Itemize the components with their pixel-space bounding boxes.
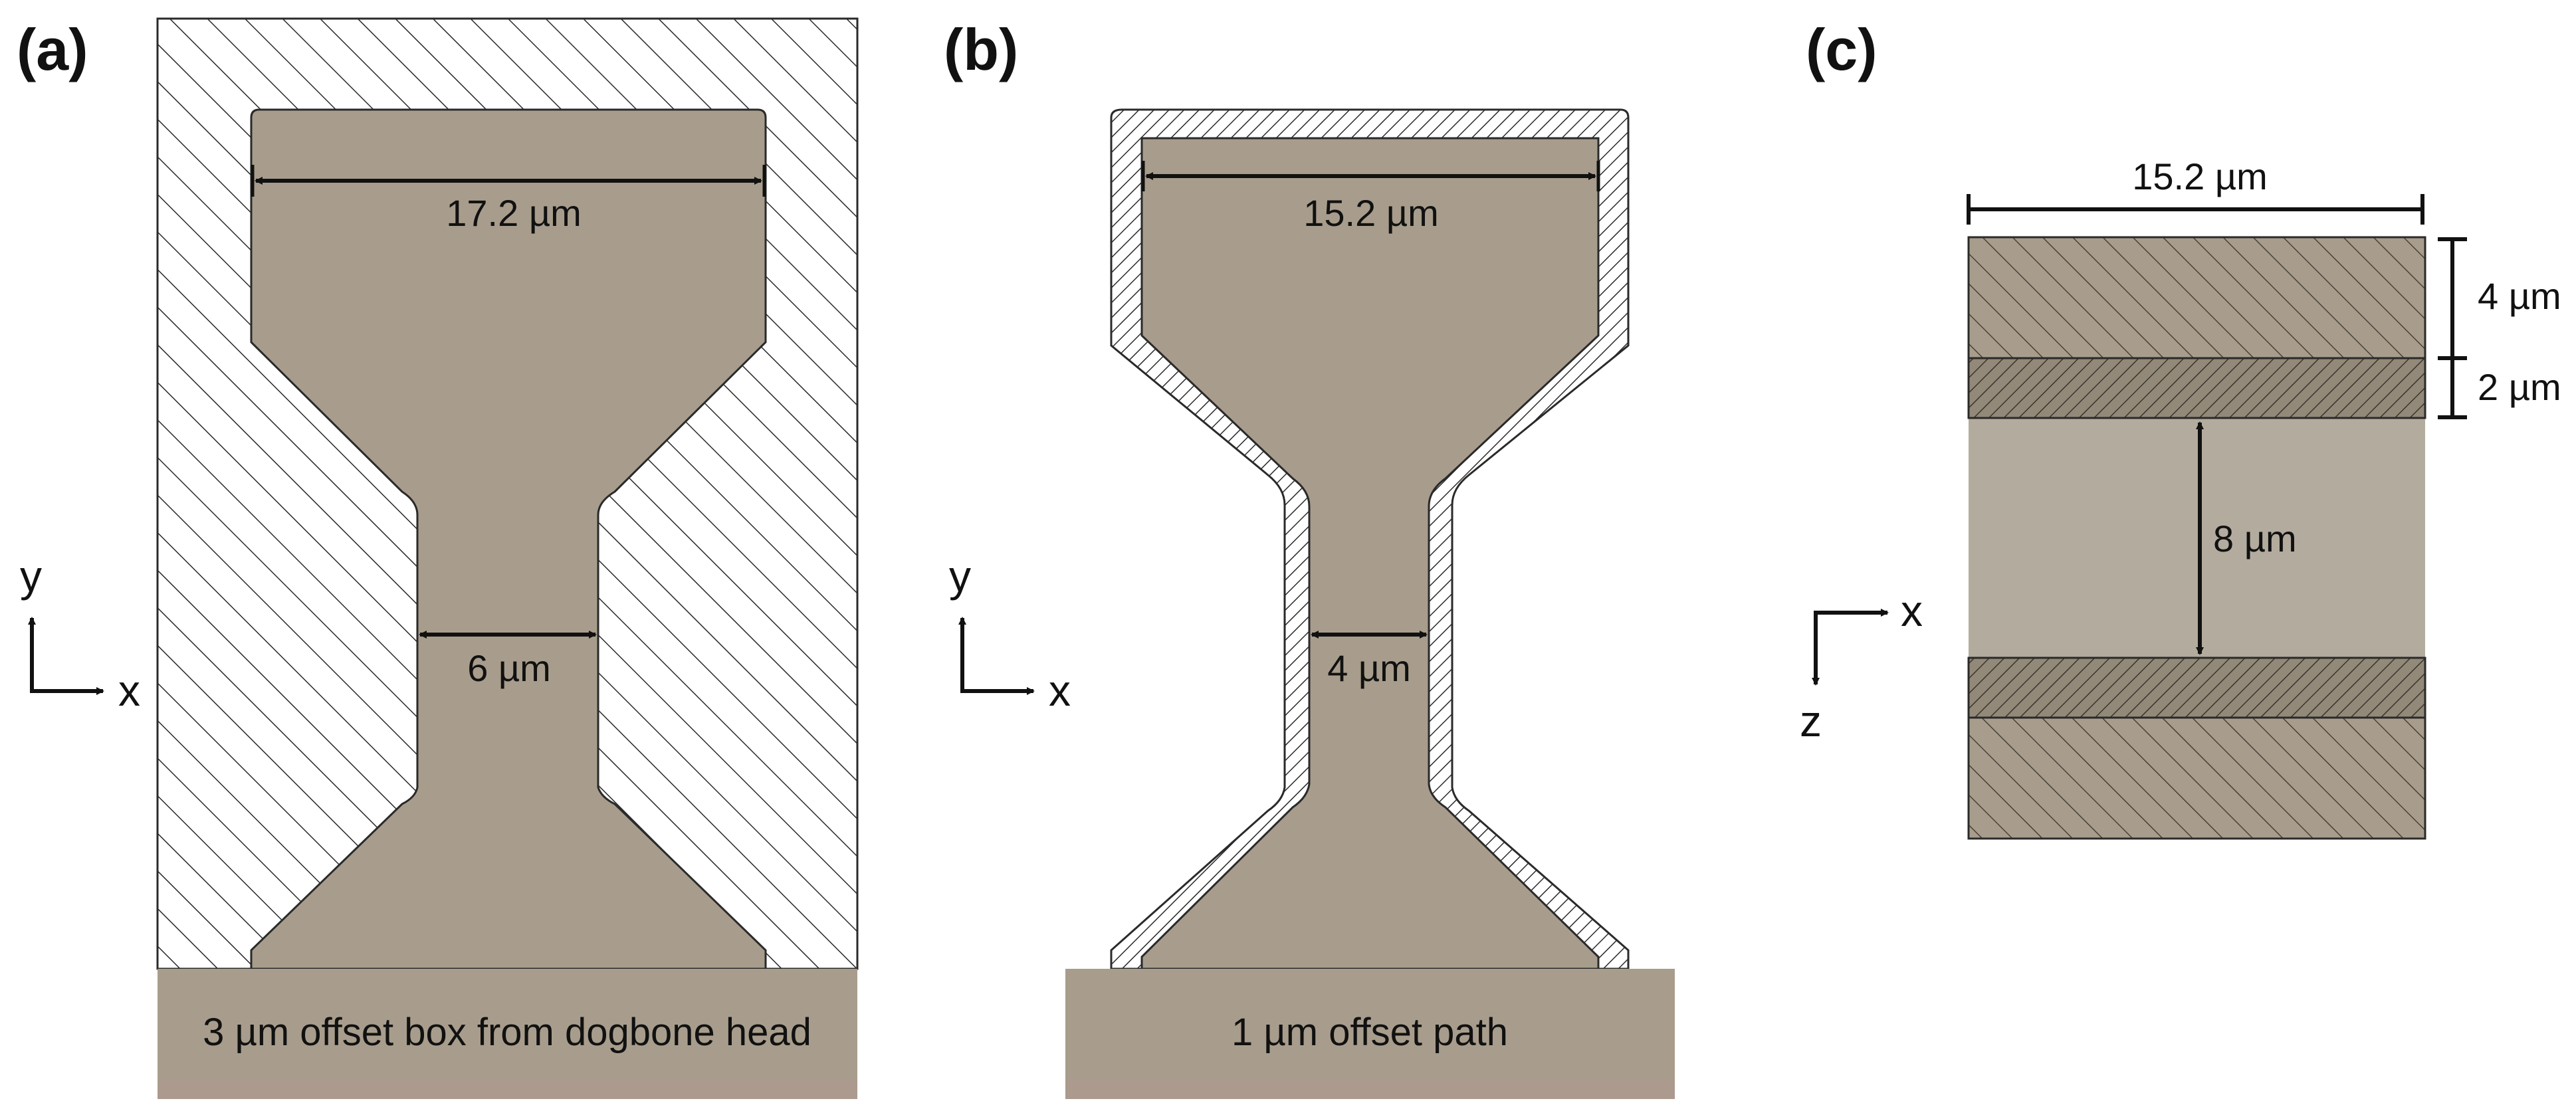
thin-layer-label-c: 2 µm (2478, 366, 2561, 408)
axes-icon-c: x z (1800, 586, 1923, 746)
top-layer-label-c: 4 µm (2478, 275, 2561, 317)
gauge-width-label-b: 4 µm (1327, 647, 1411, 689)
axes-icon-a: y x (20, 552, 140, 715)
gauge-width-label-a: 6 µm (467, 647, 551, 689)
axis-x-label-b: x (1049, 666, 1071, 715)
top-thin-layer (1967, 357, 2426, 419)
panel-a-label: (a) (17, 17, 88, 82)
base-block-b (1065, 969, 1675, 1099)
axis-x-label-c: x (1901, 586, 1923, 635)
panel-c-label: (c) (1806, 17, 1878, 82)
head-width-label-b: 15.2 µm (1303, 192, 1438, 234)
axis-y-label-a: y (20, 552, 42, 601)
panel-b-label: (b) (944, 17, 1018, 82)
bottom-thin-layer (1967, 656, 2426, 719)
base-block-b-bottom (1065, 1080, 1675, 1099)
panel-b: (b) 1 µm offset path 15.2 µm 4 µm y x (944, 17, 1675, 1099)
panel-a: (a) 3 µm offset box from dogbone head 17… (17, 17, 859, 1099)
caption-a: 3 µm offset box from dogbone head (203, 1011, 811, 1054)
bottom-thick-layer (1967, 716, 2426, 840)
width-label-c: 15.2 µm (2132, 155, 2267, 197)
axis-y-label-b: y (949, 552, 971, 601)
layer-thickness-bracket (2438, 237, 2467, 419)
caption-b: 1 µm offset path (1232, 1011, 1508, 1054)
base-block-a-bottom (158, 1080, 857, 1099)
axis-z-label-c: z (1800, 696, 1822, 746)
top-thick-layer (1967, 236, 2426, 359)
panel-c: (c) 15.2 µm 4 µm 2 µm 8 µm (1800, 17, 2561, 840)
axis-x-label-a: x (118, 666, 140, 715)
axes-icon-b: y x (949, 552, 1071, 715)
gap-label-c: 8 µm (2213, 518, 2297, 559)
dogbone-shape-b (1140, 137, 1600, 970)
base-block-a (158, 969, 857, 1099)
head-width-label-a: 17.2 µm (446, 192, 581, 234)
